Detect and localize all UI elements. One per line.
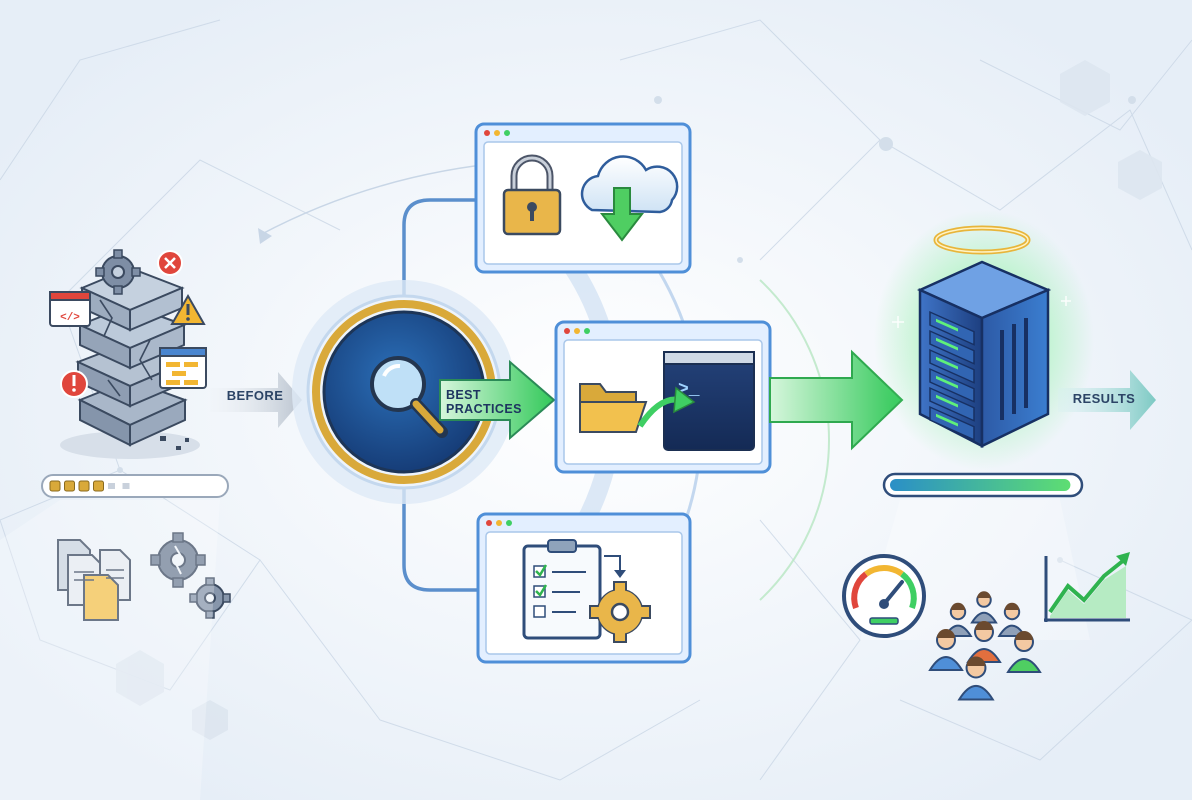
server-led [936,413,958,427]
user-hair [937,629,955,638]
user-body [957,684,995,701]
checklist-gear-icon [522,539,651,643]
before-arrow [210,372,302,428]
server-led [936,356,958,370]
before-progress-bar [41,474,229,498]
broken-server-stack-icon: </> [49,249,207,459]
padlock-icon [502,154,562,236]
progress-segment-broken [122,483,130,489]
before-label: BEFORE [226,388,284,403]
progress-segment-filled [78,480,90,492]
user-hair [950,602,966,610]
progress-segment-broken [108,483,115,489]
server-led [936,394,958,408]
user-hair [966,656,986,666]
cloud-download-icon [580,155,679,242]
network-nodes [117,96,1136,563]
hexagon-decor [116,60,1162,740]
progress-segment-filled [64,480,75,492]
user-hair [977,591,991,598]
growth-chart-icon [1044,552,1130,622]
progress-segment-filled [93,480,104,492]
user-body [928,656,964,671]
user-group-icon [928,591,1042,701]
deploy-arrow [769,349,904,451]
user-body [1006,658,1042,673]
best-practices-label-line1: BEST [446,388,481,402]
results-label: RESULTS [1072,391,1136,406]
gears-icon [150,532,231,619]
server-led [936,375,958,389]
server-led [936,318,958,332]
results-arrow [1058,370,1156,430]
best-practices-label-line2: PRACTICES [446,402,522,416]
healthy-server-icon [874,210,1094,470]
best-practices-arrow [439,359,556,441]
magnifier-icon [292,280,516,504]
best-practices-label: BEST PRACTICES [446,388,544,416]
after-progress-bar [882,472,1084,498]
user-hair [1004,602,1020,610]
user-hair [975,621,993,630]
user-hair [1015,631,1033,640]
folder-to-terminal-icon: >_ [579,351,755,451]
server-led [936,337,958,351]
user-body [970,611,998,624]
speed-gauge-icon [842,554,926,638]
svg-text:</>: </> [60,312,80,324]
progress-segment-filled [49,480,61,492]
documents-icon [57,539,131,621]
branch-connectors [402,198,480,592]
